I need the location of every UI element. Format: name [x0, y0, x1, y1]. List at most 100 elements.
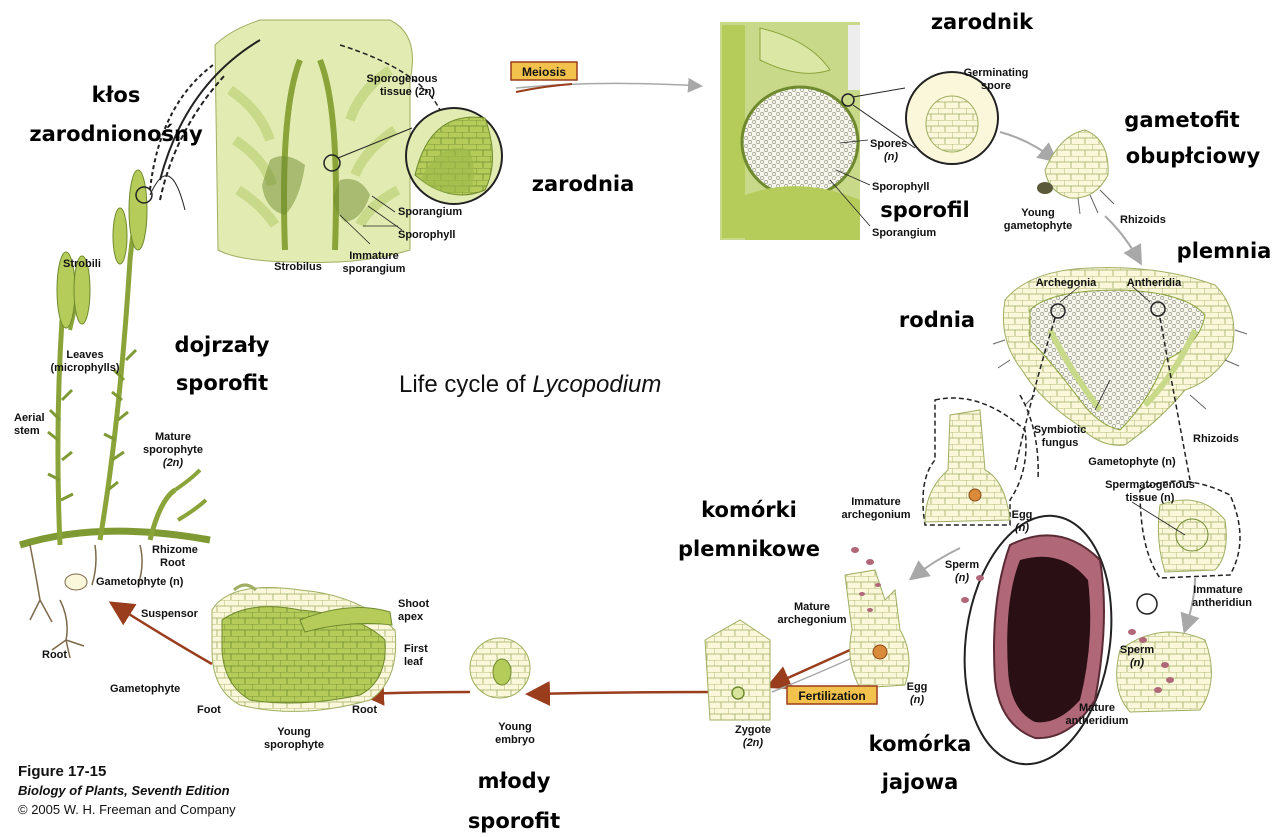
label-spermatogenous-2: tissue (n)	[1126, 492, 1175, 504]
label-sperm-left: Sperm	[945, 559, 979, 571]
label-archegonia: Archegonia	[1036, 277, 1097, 289]
pl-gametofit-2: obupłciowy	[1126, 144, 1261, 168]
label-young-gametophyte-2: gametophyte	[1004, 220, 1072, 232]
label-immature-archegonium-2: archegonium	[841, 509, 910, 521]
young-embryo-stage	[470, 638, 530, 698]
zygote-to-embryo-arrow	[530, 692, 712, 694]
label-gametophyte-plant: Gametophyte (n)	[96, 576, 184, 588]
meiosis-tag: Meiosis	[511, 62, 577, 80]
fertilization-tag-label: Fertilization	[798, 689, 865, 703]
label-zygote-n: (2n)	[743, 737, 764, 749]
label-rhizoids-right: Rhizoids	[1193, 433, 1239, 445]
label-suspensor: Suspensor	[141, 608, 199, 620]
pl-mlody-1: młody	[478, 769, 551, 793]
label-egg-bottom-n: (n)	[910, 694, 924, 706]
label-immature-sporangium-1: Immature	[349, 250, 399, 262]
label-first-leaf-2: leaf	[404, 656, 423, 668]
pl-rodnia: rodnia	[899, 308, 975, 332]
label-mature-archegonium-2: archegonium	[777, 614, 846, 626]
label-first-leaf-1: First	[404, 643, 428, 655]
label-young-embryo-1: Young	[498, 721, 531, 733]
caption-figure: Figure 17-15	[18, 763, 106, 780]
label-egg-bottom: Egg	[907, 681, 928, 693]
spore-to-gametophyte-arrow	[1000, 132, 1055, 160]
label-spermatogenous-1: Spermatogenous	[1105, 479, 1195, 491]
label-sporogenous-2: tissue (2n)	[380, 86, 435, 98]
meiosis-tag-label: Meiosis	[522, 65, 566, 79]
pl-komorki-2: plemnikowe	[678, 537, 820, 561]
label-mature-antheridium-1: Mature	[1079, 702, 1115, 714]
pl-dojrzaly-2: sporofit	[176, 371, 268, 395]
label-rhizoids-top: Rhizoids	[1120, 214, 1166, 226]
label-immature-sporangium-2: sporangium	[343, 263, 406, 275]
pl-klos-1: kłos	[92, 83, 141, 107]
label-sporangium: Sporangium	[872, 227, 936, 239]
label-sporophyll-strobilus: Sporophyll	[398, 229, 455, 241]
label-young-embryo-2: embryo	[495, 734, 535, 746]
label-sporangium-strobilus: Sporangium	[398, 206, 462, 218]
label-sperm-right: Sperm	[1120, 644, 1154, 656]
zygote-stage	[705, 620, 770, 720]
caption-copyright: © 2005 W. H. Freeman and Company	[18, 802, 236, 817]
label-symbiotic-1: Symbiotic	[1034, 424, 1087, 436]
mature-gametophyte	[993, 268, 1247, 480]
pl-komorka-1: komórka	[869, 732, 972, 756]
label-foot: Foot	[197, 704, 221, 716]
label-root-embryo: Root	[352, 704, 377, 716]
label-root-plant-1: Root	[160, 557, 185, 569]
pl-zarodnik: zarodnik	[931, 10, 1034, 34]
pl-mlody-2: sporofit	[468, 809, 560, 833]
pl-zarodnia: zarodnia	[532, 172, 635, 196]
pl-komorki-1: komórki	[701, 498, 797, 522]
label-sperm-right-n: (n)	[1130, 657, 1144, 669]
label-young-sporophyte-2: sporophyte	[264, 739, 324, 751]
label-shoot-apex-2: apex	[398, 611, 424, 623]
immature-archegonium	[923, 398, 1026, 525]
diagram-title: Life cycle of Lycopodium	[399, 371, 661, 398]
label-immature-antheridium-1: Immature	[1193, 584, 1243, 596]
caption-book: Biology of Plants, Seventh Edition	[18, 783, 230, 798]
label-shoot-apex-1: Shoot	[398, 598, 429, 610]
young-sporophyte-stage	[212, 585, 396, 711]
strobilus-section	[160, 20, 502, 263]
label-gametophyte-embryo: Gametophyte	[110, 683, 180, 695]
label-antheridia: Antheridia	[1127, 277, 1182, 289]
label-zygote: Zygote	[735, 724, 771, 736]
fertilization-tag: Fertilization	[787, 686, 877, 704]
label-strobili: Strobili	[63, 258, 101, 270]
label-young-gametophyte-1: Young	[1021, 207, 1054, 219]
pl-gametofit-1: gametofit	[1124, 108, 1239, 132]
label-young-sporophyte-1: Young	[277, 726, 310, 738]
label-germinating-2: spore	[981, 80, 1011, 92]
label-leaves-2: (microphylls)	[50, 362, 119, 374]
label-root-plant-2: Root	[42, 649, 67, 661]
young-gametophyte	[1037, 130, 1114, 214]
mature-archegonium	[845, 570, 909, 688]
label-leaves-1: Leaves	[66, 349, 103, 361]
label-mature-archegonium-1: Mature	[794, 601, 830, 613]
label-sporogenous-1: Sporogenous	[367, 73, 438, 85]
label-mature-sporophyte-2: sporophyte	[143, 444, 203, 456]
label-symbiotic-2: fungus	[1042, 437, 1079, 449]
label-immature-archegonium-1: Immature	[851, 496, 901, 508]
label-egg-top: Egg	[1012, 509, 1033, 521]
pl-sporofil: sporofil	[880, 198, 970, 222]
label-spores-n: (n)	[884, 151, 898, 163]
antheridium-group	[851, 481, 1240, 774]
label-sporophyll: Sporophyll	[872, 181, 929, 193]
figure-caption: Figure 17-15 Biology of Plants, Seventh …	[18, 763, 236, 817]
label-sperm-left-n: (n)	[955, 572, 969, 584]
label-immature-antheridium-2: antheridiun	[1192, 597, 1252, 609]
label-strobilus: Strobilus	[274, 261, 322, 273]
label-mature-sporophyte-3: (2n)	[163, 457, 184, 469]
pl-plemnia: plemnia	[1177, 239, 1272, 263]
label-spores: Spores	[870, 138, 907, 150]
label-mature-sporophyte-1: Mature	[155, 431, 191, 443]
pl-dojrzaly-1: dojrzały	[175, 333, 270, 357]
label-aerial-stem-2: stem	[14, 425, 40, 437]
label-germinating-1: Germinating	[964, 67, 1029, 79]
pl-komorka-2: jajowa	[881, 770, 959, 794]
label-rhizome: Rhizome	[152, 544, 198, 556]
